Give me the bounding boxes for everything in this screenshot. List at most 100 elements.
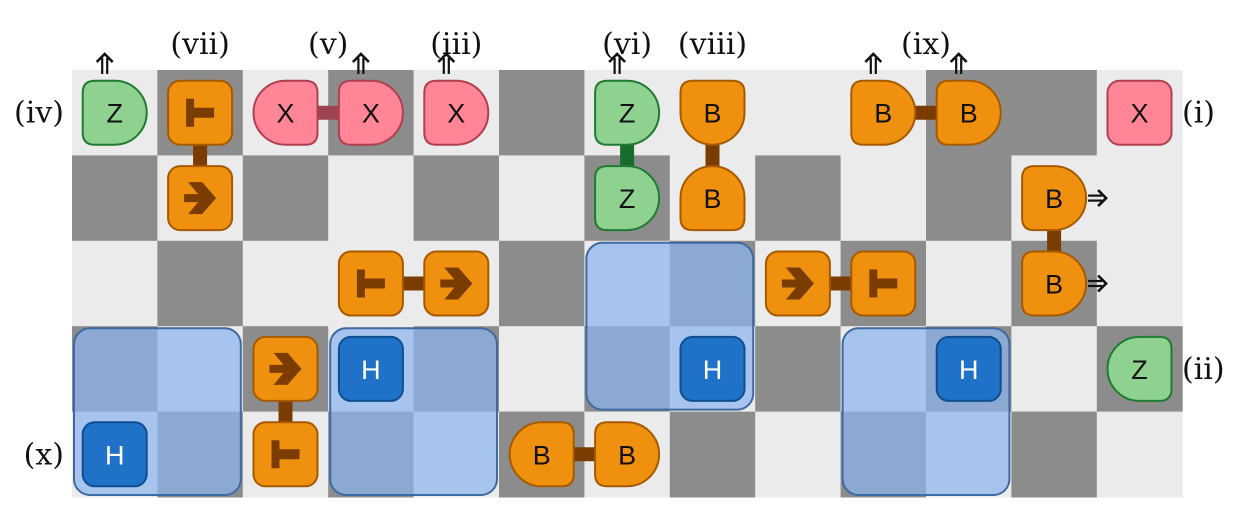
label-ii: (ii)	[1182, 352, 1225, 387]
board-square	[926, 240, 1012, 327]
gate-letter: H	[959, 355, 979, 385]
gate-body	[679, 335, 746, 402]
cnot-control-gate	[252, 421, 319, 488]
output-arrow-icon	[1088, 189, 1108, 208]
label-vii: (vii)	[170, 27, 230, 62]
output-arrow-icon	[1088, 274, 1108, 293]
gate-letter: B	[703, 184, 721, 214]
cnot-control-gate	[167, 79, 234, 146]
control-glyph-icon	[356, 269, 385, 298]
gate-letter: Z	[619, 99, 636, 129]
bell-measurement-gate: B	[508, 421, 575, 488]
gate-body	[1106, 335, 1173, 402]
gate-letter: H	[361, 355, 381, 385]
gate-body	[594, 421, 661, 488]
board-square	[1096, 411, 1183, 498]
cnot-control-gate	[850, 250, 917, 317]
gate-body	[337, 79, 404, 146]
gate-letter: X	[362, 99, 380, 129]
gate-letter: X	[447, 99, 465, 129]
board-square	[242, 155, 329, 242]
gate-body	[935, 79, 1002, 146]
board-square	[72, 155, 158, 242]
board-square	[926, 155, 1012, 242]
board-square	[669, 411, 756, 498]
board-square	[1096, 240, 1183, 327]
board-square	[840, 155, 927, 242]
hadamard-gate: H	[935, 335, 1002, 402]
gate-body	[81, 79, 148, 146]
target-glyph-icon	[781, 267, 814, 300]
gate-body	[252, 79, 319, 146]
bell-measurement-gate: B	[679, 79, 746, 146]
output-arrow-icon	[608, 52, 627, 74]
board-square	[499, 70, 585, 156]
board-square	[242, 240, 329, 327]
target-glyph-icon	[184, 182, 217, 215]
control-glyph-icon	[869, 269, 898, 298]
board-square	[755, 411, 842, 498]
z-measurement-gate: Z	[594, 79, 661, 146]
board-square	[413, 155, 500, 242]
cnot-target-gate	[252, 335, 319, 402]
bell-measurement-gate: B	[679, 165, 746, 232]
gate-letter: B	[703, 99, 721, 129]
gate-letter: B	[1045, 270, 1063, 300]
gate-body	[679, 79, 746, 146]
gate-body	[508, 421, 575, 488]
x-measurement-gate: X	[423, 79, 490, 146]
output-arrow-icon	[864, 52, 883, 74]
target-glyph-icon	[440, 267, 473, 300]
label-ix: (ix)	[901, 27, 951, 62]
cnot-control-gate	[337, 250, 404, 317]
gate-body	[850, 79, 917, 146]
board-square	[1011, 326, 1098, 413]
output-arrow-icon	[949, 52, 968, 74]
label-x: (x)	[24, 437, 64, 472]
arrow-layer	[95, 52, 1108, 293]
gate-body	[1021, 250, 1088, 317]
control-glyph-icon	[271, 440, 300, 469]
z-measurement-gate: Z	[594, 165, 661, 232]
board-square	[499, 155, 585, 242]
gate-letter: H	[105, 440, 125, 470]
gate-letter: Z	[1131, 355, 1148, 385]
label-iii: (iii)	[430, 27, 482, 62]
board-square	[328, 155, 415, 242]
board-square	[499, 326, 585, 413]
gate-body	[679, 165, 746, 232]
board-square	[157, 240, 244, 327]
bell-measurement-gate: B	[594, 421, 661, 488]
gate-body	[594, 79, 661, 146]
gate-letter: B	[618, 440, 636, 470]
label-viii: (viii)	[678, 27, 747, 62]
board-square	[1011, 411, 1098, 498]
gate-letter: B	[1045, 184, 1063, 214]
gate-letter: X	[276, 99, 294, 129]
label-i: (i)	[1182, 96, 1215, 131]
output-arrow-icon	[351, 52, 370, 74]
bell-measurement-gate: B	[1021, 165, 1088, 232]
hadamard-gate: H	[337, 335, 404, 402]
gate-letter: B	[874, 99, 892, 129]
gate-letter: X	[1130, 99, 1148, 129]
output-arrow-icon	[437, 52, 456, 74]
z-measurement-gate: Z	[1106, 335, 1173, 402]
gate-body	[1021, 165, 1088, 232]
gate-body	[423, 79, 490, 146]
bell-measurement-gate: B	[935, 79, 1002, 146]
gate-body	[594, 165, 661, 232]
board-square	[1011, 70, 1098, 156]
hadamard-gate: H	[81, 421, 148, 488]
bell-measurement-gate: B	[1021, 250, 1088, 317]
gate-body	[1106, 79, 1173, 146]
gate-letter: Z	[619, 184, 636, 214]
board-square	[755, 155, 842, 242]
board-square	[72, 240, 158, 327]
cnot-target-gate	[167, 165, 234, 232]
cnot-target-gate	[764, 250, 831, 317]
gate-body	[935, 335, 1002, 402]
target-glyph-icon	[269, 352, 302, 385]
x-measurement-gate: X	[252, 79, 319, 146]
